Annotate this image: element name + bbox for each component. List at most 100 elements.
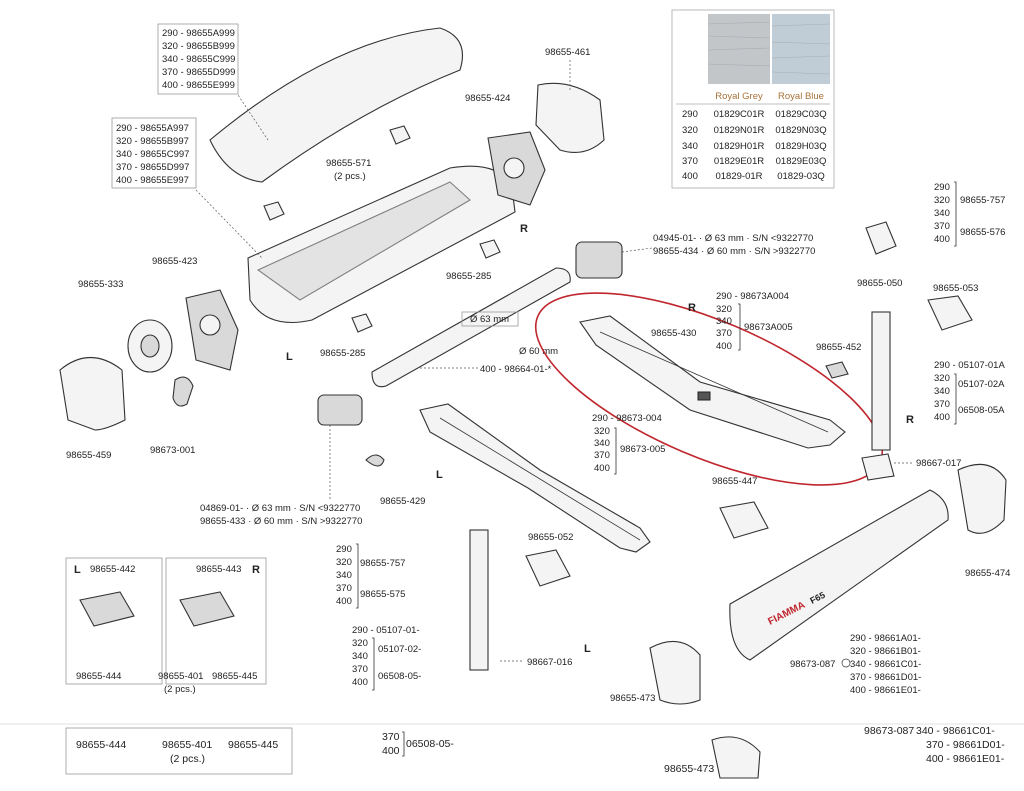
arm-right-labels: 290 - 98673A004 320 340 370 400 98673A00…	[716, 291, 793, 352]
footer-cap-part	[711, 736, 761, 779]
label-line: 370	[382, 731, 400, 743]
label-line: 290	[336, 544, 352, 555]
label-line: 05107-02A	[958, 379, 1005, 390]
label-line: 98673-005	[620, 444, 665, 455]
table-cell: 01829E03Q	[776, 156, 827, 167]
label-line: 98673A005	[744, 322, 793, 333]
label-line: 98655-444	[76, 739, 126, 751]
clip-part	[389, 125, 411, 145]
label-line: 320	[336, 557, 352, 568]
label-line: 320 - 98661B01-	[850, 646, 921, 657]
bracket-052-part	[525, 549, 571, 587]
kit-left-part	[79, 591, 135, 627]
part-label: 98673-001	[150, 445, 195, 456]
roller-tube-part	[371, 267, 571, 388]
label-line: 400	[934, 412, 950, 423]
label-line: 340 - 98655C999	[162, 54, 235, 65]
label-line: 370	[716, 328, 732, 339]
part-label: 98667-017	[916, 458, 961, 469]
leg-right-labels: 290 - 05107-01A 320 340 370 400 05107-02…	[934, 360, 1005, 423]
label-line: 320	[716, 304, 732, 315]
table-cell: 01829-01R	[715, 171, 762, 182]
part-label: 04945-01- · Ø 63 mm · S/N <9322770	[653, 233, 813, 244]
end-cap-right-part	[535, 82, 605, 153]
part-label: 98655-443	[196, 564, 241, 575]
table-cell: 01829-03Q	[777, 171, 825, 182]
part-label: 98667-016	[527, 657, 572, 668]
fabric-table: Royal Grey Royal Blue 290 01829C01R 0182…	[671, 9, 835, 189]
end-cap-left-part	[59, 357, 126, 431]
hook-part	[172, 376, 194, 407]
part-label: 98655-430	[651, 328, 696, 339]
clip-452-part	[825, 361, 849, 379]
label-line: 400 - 98661E01-	[926, 753, 1005, 765]
part-label: 98655-423	[152, 256, 197, 267]
table-cell: 01829H03Q	[775, 141, 826, 152]
clip-part	[263, 201, 285, 221]
label-line: 98655-575	[360, 589, 405, 600]
part-label: 98673-087	[790, 659, 835, 670]
front-cover-labels: 290 - 98661A01- 320 - 98661B01- 340 - 98…	[850, 633, 921, 696]
part-label: 98655-461	[545, 47, 590, 58]
footer-labels: 98655-444 98655-401 (2 pcs.) 98655-445 3…	[76, 725, 1005, 775]
part-label: 98655-442	[90, 564, 135, 575]
label-line: 400 - 98655E999	[162, 80, 235, 91]
table-row: 400	[682, 171, 698, 182]
side-label-r: R	[520, 223, 528, 235]
fabric-table-rows: 290 01829C01R 01829C03Q 320 01829N01R 01…	[682, 109, 827, 182]
table-row: 370	[682, 156, 698, 167]
label-line: 98655-757	[360, 558, 405, 569]
table-cell: 01829E01R	[714, 156, 764, 167]
label-line: 340	[716, 316, 732, 327]
part-label: 98655-285	[320, 348, 365, 359]
label-line: 290 - 98661A01-	[850, 633, 921, 644]
table-cell: 01829C03Q	[775, 109, 826, 120]
part-label: 98655-285	[446, 271, 491, 282]
part-label: 98655-445	[212, 671, 257, 682]
kit-right-part	[179, 591, 235, 627]
label-line: 320	[352, 638, 368, 649]
right-arm-part	[579, 315, 846, 449]
label-line: 98655-757	[960, 195, 1005, 206]
leg-left-part	[469, 529, 489, 671]
table-row: 340	[682, 141, 698, 152]
part-label: Ø 60 mm	[519, 346, 558, 357]
label-line: 340	[934, 386, 950, 397]
label-line: 290	[934, 182, 950, 193]
part-label: 98655-333	[78, 279, 123, 290]
footer-box	[65, 727, 293, 775]
label-line: 340	[336, 570, 352, 581]
side-label-l: L	[74, 564, 81, 576]
label-line: 320	[934, 195, 950, 206]
label-line: 370	[336, 583, 352, 594]
label-line: 290 - 98655A997	[116, 123, 189, 134]
part-label: 400 - 98664-01-*	[480, 364, 552, 375]
label-line: 290 - 05107-01A	[934, 360, 1005, 371]
bracket-right-part	[865, 221, 897, 255]
part-label: 98655-401	[158, 671, 203, 682]
part-label: 98655-447	[712, 476, 757, 487]
table-cell: 01829N01R	[714, 125, 765, 136]
label-line: 290 - 98673-004	[592, 413, 662, 424]
label-line: 400 - 98661E01-	[850, 685, 921, 696]
side-label-l: L	[436, 469, 443, 481]
bracket-right-labels: 290 320 340 370 400 98655-757 98655-576	[934, 182, 1005, 245]
label-line: 370	[594, 450, 610, 461]
part-label: 98655-452	[816, 342, 861, 353]
part-label: 98655-050	[857, 278, 902, 289]
side-label-l: L	[584, 643, 591, 655]
arm-left-labels: 290 - 98673-004 320 340 370 400 98673-00…	[592, 413, 665, 474]
label-line: 340 - 98655C997	[116, 149, 189, 160]
part-label: 98655-424	[465, 93, 510, 104]
label-line: 370 - 98661D01-	[850, 672, 921, 683]
label-line: 98655-401	[162, 739, 212, 751]
small-spring-part	[365, 454, 385, 467]
label-line: 320	[934, 373, 950, 384]
label-line: 400	[352, 677, 368, 688]
label-line: 06508-05-	[406, 738, 454, 750]
clip-part	[479, 239, 501, 259]
leg-right-part	[871, 311, 891, 451]
bracket-left-labels: 290 320 340 370 400 98655-757 98655-575	[336, 544, 405, 607]
bracket-053-part	[927, 295, 973, 331]
